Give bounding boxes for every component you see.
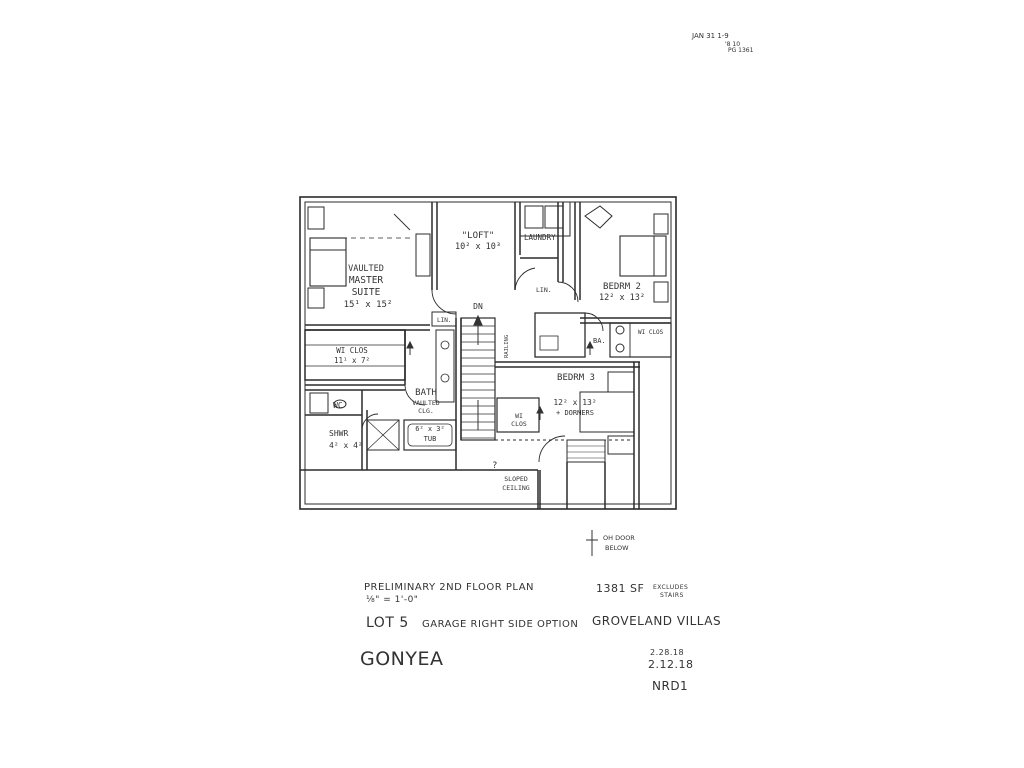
door-below-line-1: OH DOOR	[603, 534, 635, 542]
date-1: 2.28.18	[650, 648, 685, 657]
bed2-closet-label: WI CLOS	[638, 329, 664, 336]
area-note-2: STAIRS	[660, 592, 684, 599]
hall-linen-label: LIN.	[536, 286, 552, 294]
master-closet-label: WI CLOS	[336, 346, 368, 355]
shower-label: SHWR	[329, 429, 348, 438]
laundry-label: LAUNDRY	[524, 233, 556, 242]
scale-label: ⅛" = 1'-0"	[366, 595, 419, 605]
tub-size: 6² x 3²	[415, 425, 445, 433]
loft-label: "LOFT"	[462, 231, 495, 241]
lot-label: LOT 5	[366, 615, 409, 631]
area-label: 1381 SF	[596, 582, 645, 595]
corner-note: JAN 31 1-9 '8 10 PG 1361	[691, 32, 754, 54]
furniture	[307, 205, 669, 455]
bath-vaulted: VAULTED	[412, 399, 439, 407]
corner-note-line-2: '8 10	[725, 41, 740, 48]
bedroom2-size: 12² x 13²	[599, 293, 645, 303]
bath-label: BATH	[415, 388, 437, 398]
area-note-1: EXCLUDES	[653, 584, 689, 591]
project-label: GROVELAND VILLAS	[592, 614, 722, 628]
sloped-label-1: SLOPED	[504, 475, 528, 483]
shower-size: 4² x 4²	[329, 441, 363, 450]
stair-dn-label: DN	[473, 302, 483, 311]
client-label: GONYEA	[360, 648, 444, 670]
question-mark: ?	[492, 461, 497, 471]
master-label-1: VAULTED	[348, 264, 384, 274]
bed3-closet-label-1: WI	[515, 412, 523, 420]
plan-title: PRELIMINARY 2ND FLOOR PLAN	[364, 582, 535, 593]
bedroom2-label: BEDRM 2	[603, 282, 641, 292]
date-2: 2.12.18	[648, 658, 694, 671]
bed3-closet-label-2: CLOS	[511, 420, 527, 428]
master-label-size: 15¹ x 15²	[344, 300, 393, 310]
bedroom3-dormers: + DORMERS	[556, 409, 594, 417]
corner-note-line-1: JAN 31 1-9	[691, 32, 729, 40]
master-closet-size: 11¹ x 7²	[334, 356, 370, 365]
hall-bath-label: BA.	[593, 337, 606, 345]
door-below-line-2: BELOW	[605, 544, 629, 552]
loft-size: 10² x 10³	[455, 242, 501, 252]
bedroom3-label: BEDRM 3	[557, 373, 595, 383]
wc-label: WC	[333, 401, 343, 410]
door-swings	[361, 267, 604, 463]
tub-label: TUB	[424, 435, 437, 443]
sloped-label-2: CEILING	[502, 484, 529, 492]
door-below-note: OH DOOR BELOW	[586, 530, 635, 556]
room-labels: VAULTED MASTER SUITE 15¹ x 15² "LOFT" 10…	[329, 231, 664, 492]
arrows	[406, 314, 594, 430]
master-label-2: MASTER	[349, 275, 384, 286]
corner-note-line-3: PG 1361	[728, 47, 754, 54]
bath-clg: CLG.	[418, 407, 434, 415]
railing-label: RAILING	[504, 335, 510, 358]
bedroom3-size: 12² x 13²	[553, 398, 596, 407]
option-label: GARAGE RIGHT SIDE OPTION	[422, 619, 579, 630]
master-label-3: SUITE	[352, 287, 381, 298]
initials: NRD1	[652, 679, 689, 693]
master-linen-label: LIN.	[437, 317, 451, 324]
